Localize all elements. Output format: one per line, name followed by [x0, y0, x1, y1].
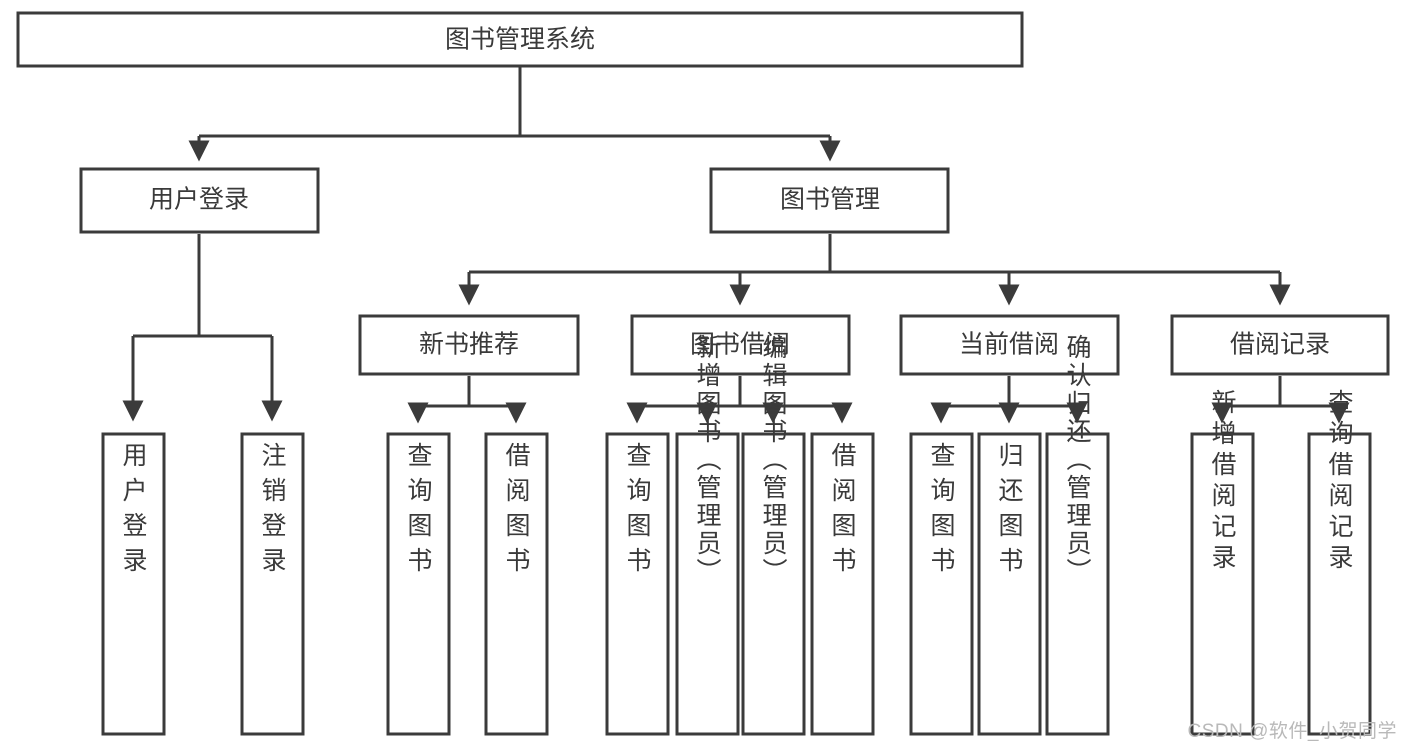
node-leaf-return-book-label: 归还图书 [995, 442, 1024, 582]
node-current-borrow-label: 当前借阅 [959, 331, 1059, 359]
node-book-management[interactable]: 图书管理 [709, 167, 950, 234]
node-leaf-add-borrow-record-label: 新增借阅记录 [1208, 389, 1237, 575]
node-borrow-record-label: 借阅记录 [1230, 331, 1330, 359]
node-user-login[interactable]: 用户登录 [79, 167, 320, 234]
node-book-management-label: 图书管理 [780, 186, 880, 214]
node-leaf-user-login-label: 用户登录 [119, 442, 148, 582]
node-leaf-confirm-return-admin[interactable]: 确认归还（管理员） [1045, 334, 1110, 736]
node-root-system-label: 图书管理系统 [445, 26, 595, 54]
node-leaf-borrow-book-rec[interactable]: 借阅图书 [484, 432, 549, 736]
connector-root-to-level2 [188, 67, 841, 162]
node-leaf-add-book-admin-label: 新增图书（管理员） [693, 334, 722, 586]
node-book-borrow[interactable]: 图书借阅 [630, 314, 851, 376]
connector-user-login-to-leaves [122, 234, 283, 422]
node-leaf-user-login[interactable]: 用户登录 [101, 432, 166, 736]
node-leaf-query-book-rec[interactable]: 查询图书 [386, 432, 451, 736]
node-leaf-logout[interactable]: 注销登录 [240, 432, 305, 736]
node-leaf-query-book-borrow[interactable]: 查询图书 [605, 432, 670, 736]
node-current-borrow[interactable]: 当前借阅 [899, 314, 1120, 376]
connector-book-borrow-to-leaves [626, 376, 853, 424]
connector-book-mgmt-to-level3 [458, 234, 1291, 306]
node-leaf-query-book-rec-label: 查询图书 [404, 442, 433, 582]
node-leaf-return-book[interactable]: 归还图书 [977, 432, 1042, 736]
node-leaf-edit-book-admin[interactable]: 编辑图书（管理员） [741, 334, 806, 736]
node-new-book-recommend[interactable]: 新书推荐 [358, 314, 580, 376]
csdn-watermark: CSDN @软件_小贺同学 [1187, 721, 1397, 742]
node-leaf-query-book-borrow-label: 查询图书 [623, 442, 652, 582]
node-leaf-add-borrow-record[interactable]: 新增借阅记录 [1190, 389, 1255, 736]
node-leaf-borrow-book-label: 借阅图书 [828, 442, 857, 582]
node-leaf-logout-label: 注销登录 [258, 442, 287, 582]
node-leaf-confirm-return-admin-label: 确认归还（管理员） [1063, 334, 1092, 586]
node-leaf-edit-book-admin-label: 编辑图书（管理员） [759, 334, 788, 586]
node-book-borrow-label: 图书借阅 [690, 331, 790, 359]
node-user-login-label: 用户登录 [149, 186, 249, 214]
node-leaf-borrow-book[interactable]: 借阅图书 [810, 432, 875, 736]
connector-current-borrow-to-leaves [930, 376, 1088, 424]
node-leaf-borrow-book-rec-label: 借阅图书 [502, 442, 531, 582]
node-leaf-add-book-admin[interactable]: 新增图书（管理员） [675, 334, 740, 736]
connector-borrow-record-to-leaves [1211, 376, 1350, 424]
node-leaf-query-borrow-record-label: 查询借阅记录 [1325, 389, 1354, 575]
node-leaf-query-book-current-label: 查询图书 [927, 442, 956, 582]
node-leaf-query-book-current[interactable]: 查询图书 [909, 432, 974, 736]
node-root-system[interactable]: 图书管理系统 [16, 11, 1024, 68]
connector-new-book-rec-to-leaves [407, 376, 527, 424]
node-new-book-recommend-label: 新书推荐 [419, 331, 519, 359]
node-borrow-record[interactable]: 借阅记录 [1170, 314, 1390, 376]
node-leaf-query-borrow-record[interactable]: 查询借阅记录 [1307, 389, 1372, 736]
